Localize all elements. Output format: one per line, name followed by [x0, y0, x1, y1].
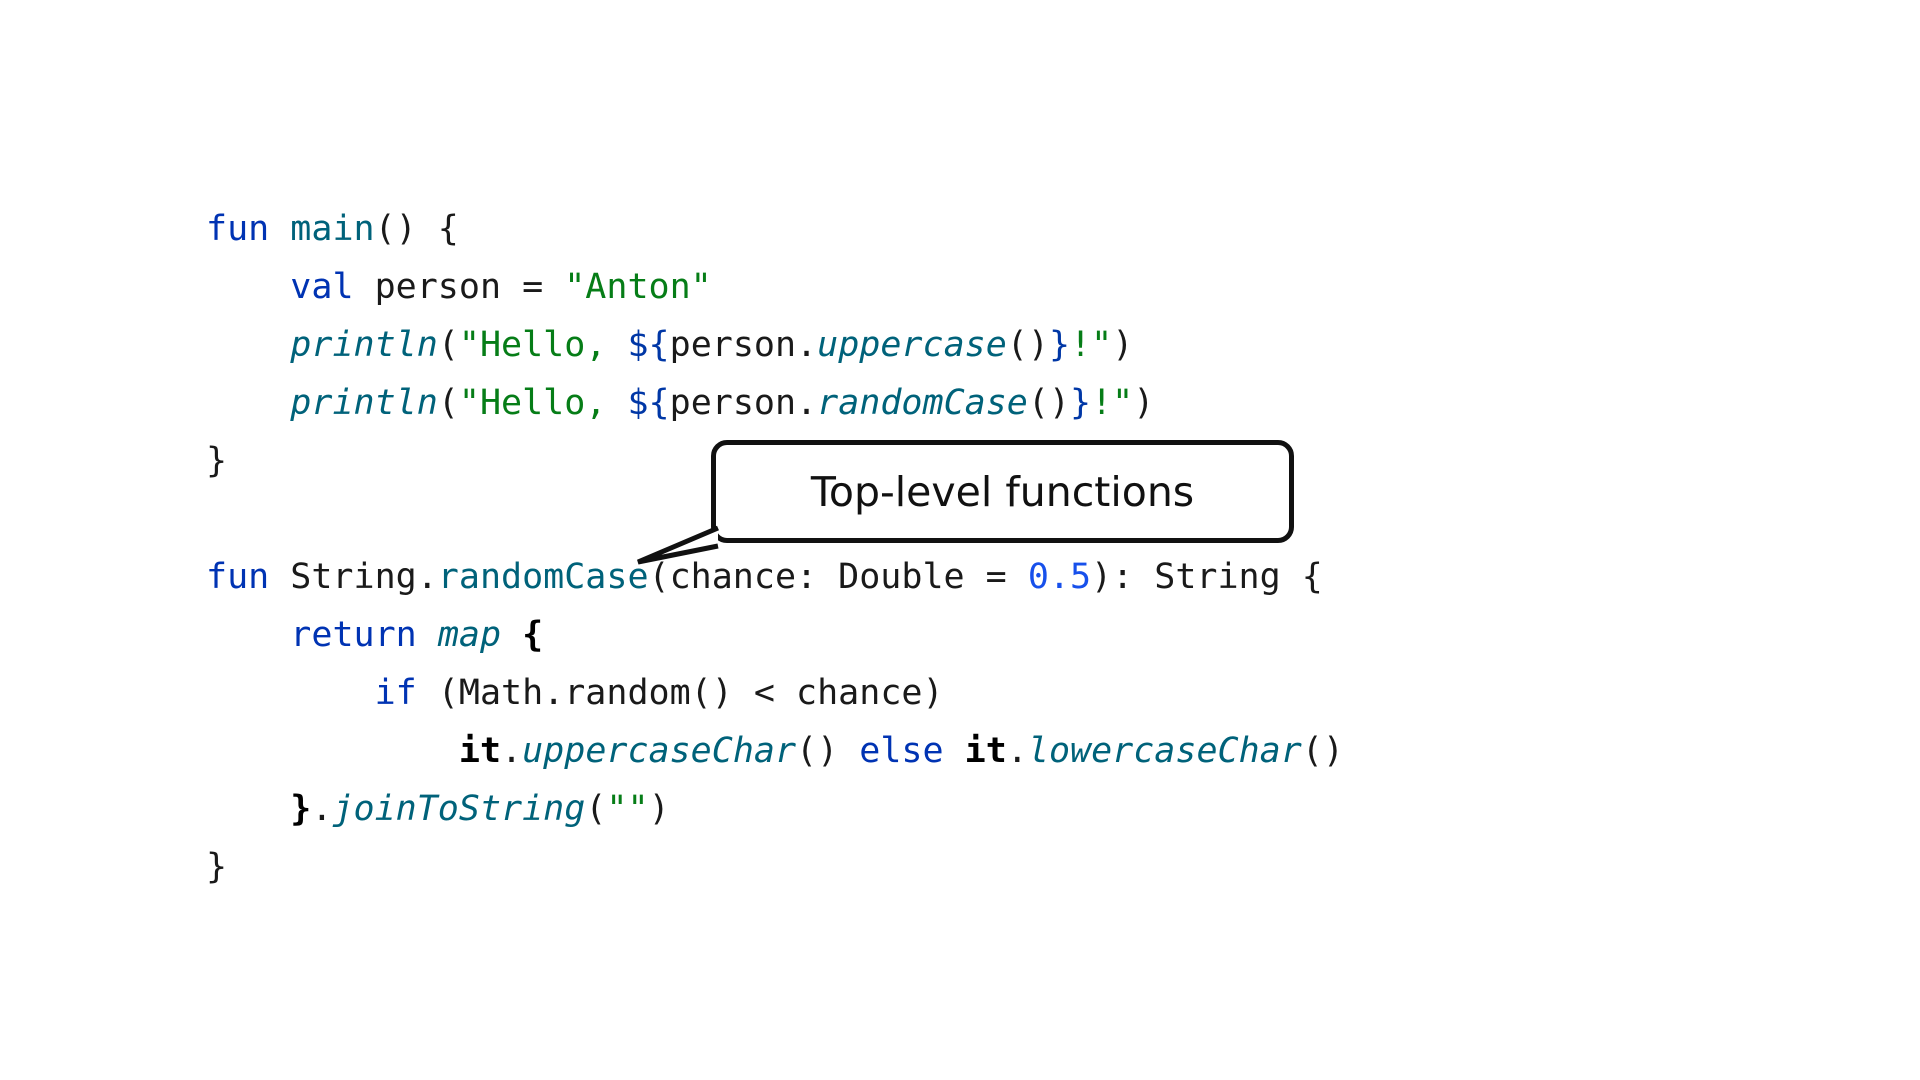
function-name-randomcase: randomCase	[437, 557, 649, 597]
code-text: }	[206, 847, 228, 887]
code-line-1: fun main() {	[206, 200, 1344, 258]
code-text: )	[1133, 383, 1155, 423]
code-text: .	[1006, 731, 1028, 771]
indent	[206, 615, 290, 655]
indent	[206, 789, 290, 829]
code-text: ): String {	[1091, 557, 1323, 597]
code-text: .	[311, 789, 333, 829]
code-text	[417, 615, 438, 655]
keyword-return: return	[290, 615, 417, 655]
string-literal: !"	[1070, 325, 1113, 365]
code-text: person.	[669, 383, 818, 423]
keyword-val: val	[290, 267, 354, 307]
keyword-it: it	[964, 731, 1007, 771]
indent	[206, 383, 290, 423]
code-text: person.	[669, 325, 818, 365]
callout-pointer-icon	[637, 525, 719, 565]
string-literal: ""	[606, 789, 649, 829]
function-call-map: map	[437, 615, 502, 655]
code-text: ()	[1027, 383, 1071, 423]
template-close: }	[1070, 383, 1092, 423]
keyword-fun: fun	[206, 209, 270, 249]
code-text: () {	[374, 209, 459, 249]
code-block: fun main() { val person = "Anton" printl…	[206, 200, 1344, 896]
function-call-uppercase: uppercase	[817, 325, 1007, 365]
function-call-uppercasechar: uppercaseChar	[522, 731, 797, 771]
code-line-8: return map {	[206, 606, 1344, 664]
callout-text: Top-level functions	[810, 467, 1195, 516]
code-line-9: if (Math.random() < chance)	[206, 664, 1344, 722]
code-text: )	[1112, 325, 1134, 365]
indent	[206, 267, 290, 307]
function-call-println: println	[290, 383, 438, 423]
code-text: ()	[1006, 325, 1049, 365]
lambda-brace-open: {	[522, 615, 544, 655]
string-literal: "Hello,	[458, 383, 628, 423]
function-call-println: println	[290, 325, 438, 365]
code-text: ()	[1301, 731, 1344, 771]
code-line-4: println("Hello, ${person.randomCase()}!"…	[206, 374, 1344, 432]
code-line-11: }.joinToString("")	[206, 780, 1344, 838]
function-call-randomcase: randomCase	[817, 383, 1028, 423]
code-text	[501, 615, 522, 655]
function-name-main: main	[290, 209, 375, 249]
code-text: person =	[353, 267, 565, 307]
code-text: (chance: Double =	[648, 557, 1028, 597]
code-line-5: }	[206, 432, 1344, 490]
string-literal: "Anton"	[564, 267, 712, 307]
code-line-12: }	[206, 838, 1344, 896]
code-text: }	[206, 441, 228, 481]
function-call-jointostring: joinToString	[332, 789, 586, 829]
code-text: (	[585, 789, 607, 829]
callout-box: Top-level functions	[711, 440, 1294, 543]
code-line-2: val person = "Anton"	[206, 258, 1344, 316]
keyword-fun: fun	[206, 557, 270, 597]
keyword-else: else	[859, 731, 944, 771]
template-close: }	[1048, 325, 1071, 365]
code-text: (	[437, 325, 459, 365]
code-line-7: fun String.randomCase(chance: Double = 0…	[206, 548, 1344, 606]
code-text: (Math.random() < chance)	[416, 673, 944, 713]
template-open: ${	[627, 325, 670, 365]
string-literal: !"	[1091, 383, 1134, 423]
code-text: )	[648, 789, 670, 829]
code-text: (	[437, 383, 459, 423]
code-text: String.	[269, 557, 438, 597]
lambda-brace-close: }	[290, 789, 312, 829]
code-text: ()	[796, 731, 860, 771]
keyword-it: it	[458, 731, 502, 771]
template-open: ${	[627, 383, 670, 423]
function-call-lowercasechar: lowercaseChar	[1027, 731, 1302, 771]
code-line-10: it.uppercaseChar() else it.lowercaseChar…	[206, 722, 1344, 780]
indent	[206, 325, 290, 365]
code-text	[269, 209, 290, 249]
indent	[206, 731, 459, 771]
keyword-if: if	[374, 673, 417, 713]
code-text	[944, 731, 965, 771]
code-text: .	[501, 731, 523, 771]
number-literal: 0.5	[1027, 557, 1092, 597]
indent	[206, 673, 375, 713]
code-line-3: println("Hello, ${person.uppercase()}!")	[206, 316, 1344, 374]
string-literal: "Hello,	[458, 325, 628, 365]
